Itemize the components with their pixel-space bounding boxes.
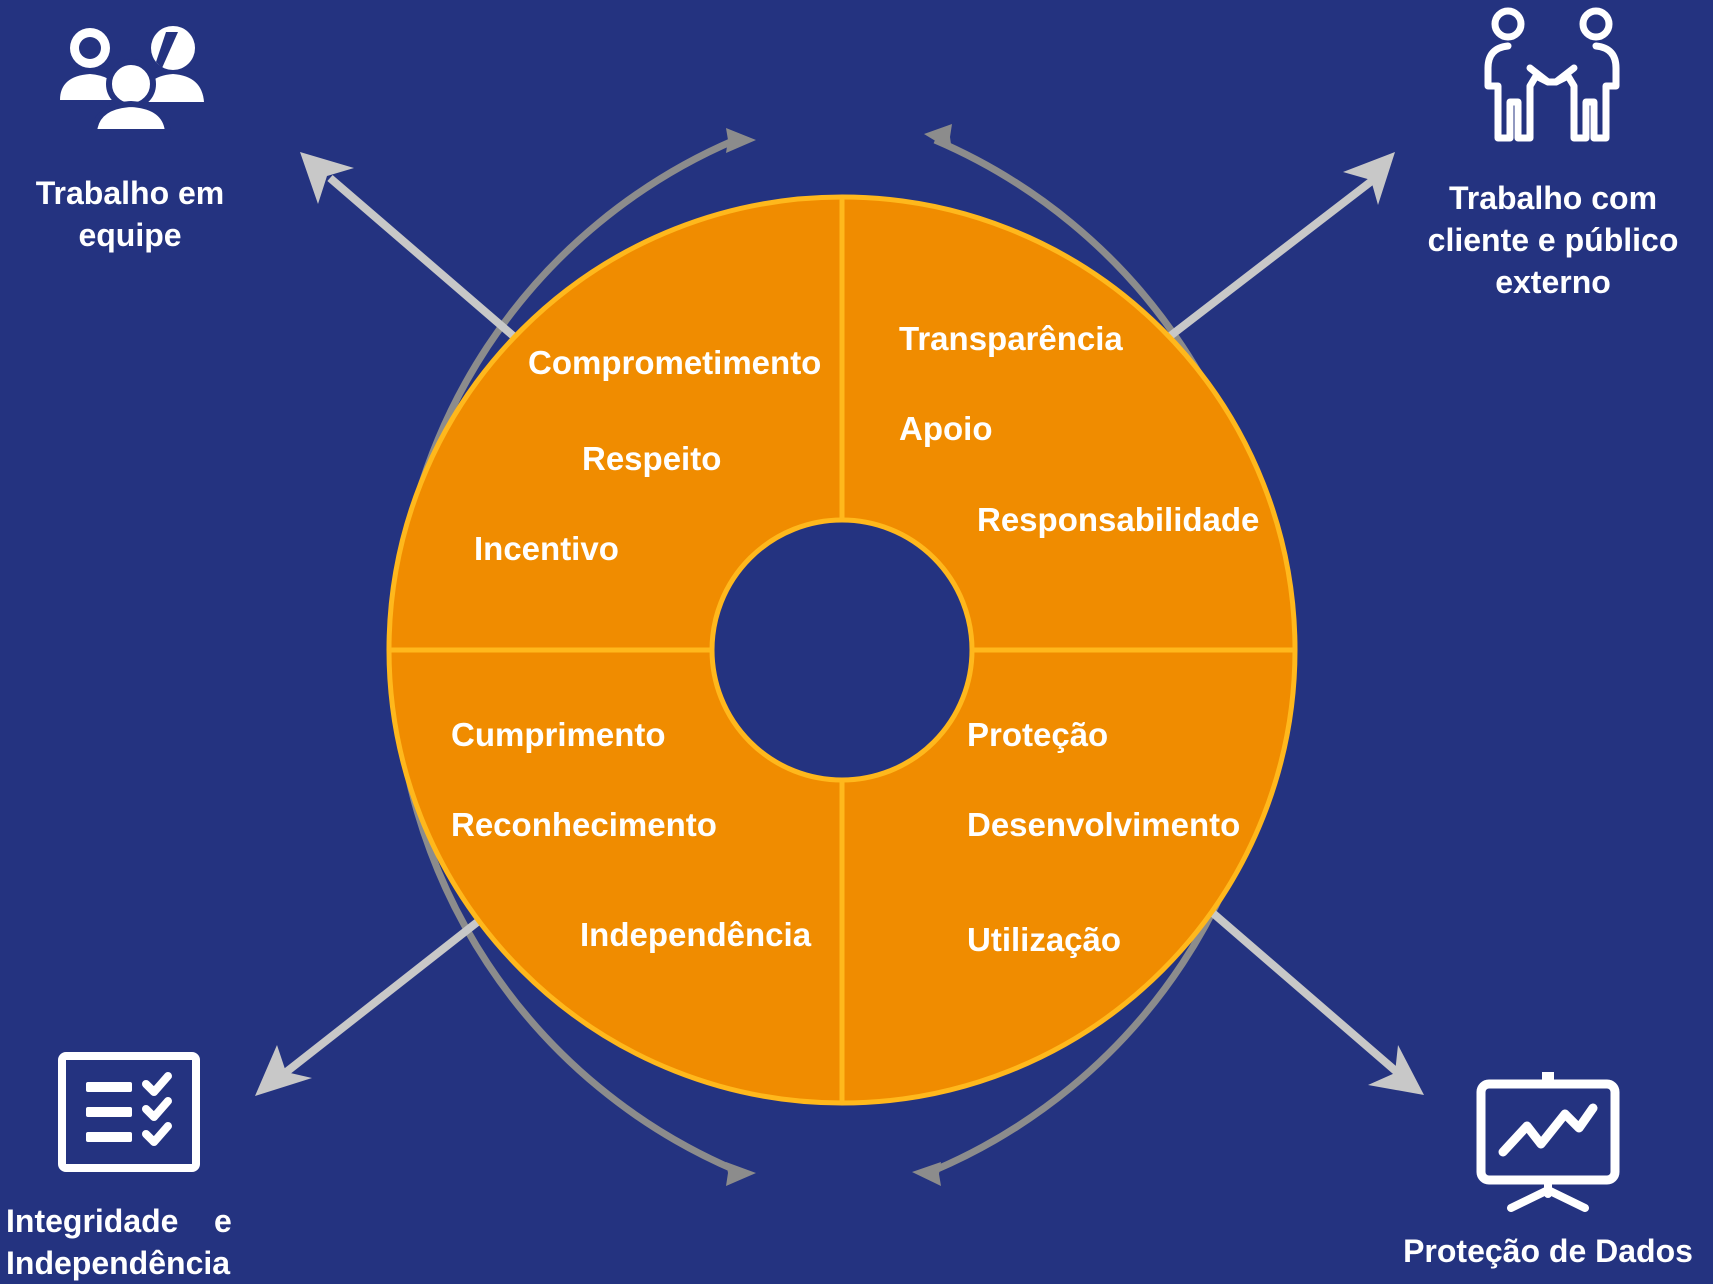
value-word: Responsabilidade (977, 501, 1259, 538)
value-word: Respeito (582, 440, 721, 477)
corner-label-line: externo (1495, 264, 1611, 300)
handshake-people-icon (1484, 7, 1620, 142)
corner-label-line: Independência (6, 1245, 231, 1281)
corner-label-data-protection: Proteção de Dados (1385, 1230, 1711, 1272)
value-word: Proteção (967, 716, 1108, 753)
value-word: Desenvolvimento (967, 806, 1240, 843)
value-word: Apoio (899, 410, 992, 447)
corner-label-line: Proteção de Dados (1403, 1233, 1693, 1269)
corner-label-integrity: Integridade e Independência (6, 1200, 256, 1284)
value-word: Reconhecimento (451, 806, 717, 843)
corner-label-line: equipe (78, 217, 182, 253)
arrowhead-bottom-left (726, 1162, 756, 1186)
quadrant-top-left: Comprometimento Respeito Incentivo (474, 344, 821, 567)
presentation-chart-icon (1476, 1072, 1620, 1212)
value-word: Transparência (899, 320, 1123, 357)
value-word: Cumprimento (451, 716, 666, 753)
spoke-top-right (1162, 176, 1376, 344)
quadrant-bottom-right: Proteção Desenvolvimento Utilização (967, 716, 1240, 958)
spoke-bottom-left (282, 916, 483, 1077)
corner-label-team: Trabalho em equipe (20, 172, 240, 256)
value-word: Incentivo (474, 530, 619, 567)
corner-label-line: cliente e público (1427, 222, 1679, 258)
spoke-head-bottom-right (1368, 1045, 1424, 1095)
value-word: Independência (580, 916, 812, 953)
arrowhead-bottom-right (912, 1162, 941, 1186)
team-people-icon (60, 26, 204, 133)
spoke-top-left (327, 174, 521, 344)
spoke-head-top-right (1343, 152, 1395, 205)
quadrant-top-right: Transparência Apoio Responsabilidade (899, 320, 1259, 538)
spoke-head-top-left (300, 152, 354, 204)
corner-label-line: Trabalho em (35, 175, 225, 211)
spoke-bottom-right (1204, 904, 1401, 1077)
spoke-head-bottom-left (255, 1045, 312, 1096)
checklist-icon (58, 1052, 200, 1172)
value-word: Comprometimento (528, 344, 821, 381)
arrowhead-top-left (726, 128, 756, 153)
value-word: Utilização (967, 921, 1121, 958)
corner-label-line: Integridade e (6, 1203, 232, 1239)
corner-label-line: Trabalho com (1448, 180, 1658, 216)
outer-arc-arrowheads (726, 124, 952, 1186)
arrowhead-top-right (924, 124, 952, 151)
corner-label-client: Trabalho com cliente e público externo (1413, 177, 1693, 303)
ring-center-hole (709, 517, 975, 783)
spoke-arrows (282, 174, 1401, 1077)
quadrant-bottom-left: Cumprimento Reconhecimento Independência (451, 716, 812, 953)
spoke-arrowheads (255, 152, 1424, 1096)
values-ring (386, 194, 1298, 1106)
